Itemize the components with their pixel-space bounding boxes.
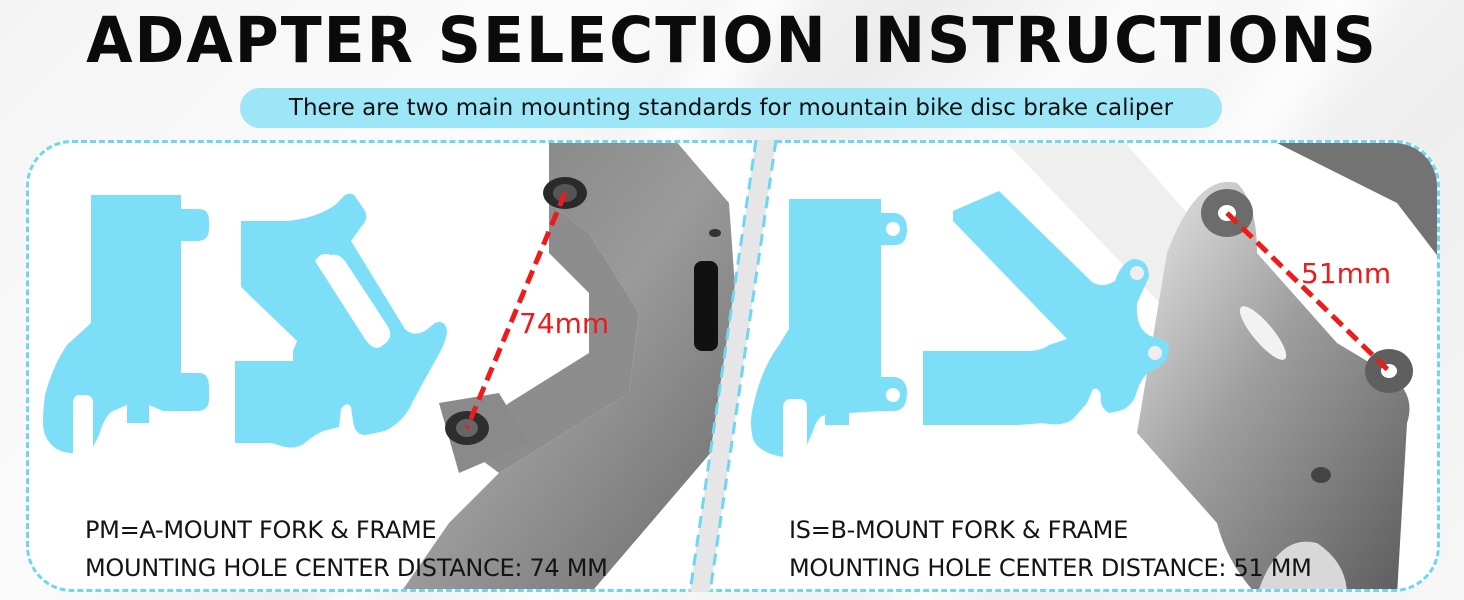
is-caption-line2: MOUNTING HOLE CENTER DISTANCE: 51 MM bbox=[789, 554, 1312, 582]
pm-caption-line2: MOUNTING HOLE CENTER DISTANCE: 74 MM bbox=[85, 554, 608, 582]
subtitle-banner: There are two main mounting standards fo… bbox=[240, 88, 1222, 128]
is-measurement-label: 51mm bbox=[1301, 257, 1392, 290]
pm-caption: PM=A-MOUNT FORK & FRAME MOUNTING HOLE CE… bbox=[85, 511, 608, 587]
is-adapter-silhouette-1-icon bbox=[751, 199, 907, 457]
pm-adapter-silhouette-1-icon bbox=[43, 195, 209, 453]
pm-adapter-silhouette-2-icon bbox=[235, 193, 447, 448]
pm-mount-panel: 74mm PM=A-MOUNT FORK & FRAME MOUNTING HO… bbox=[26, 140, 766, 592]
pm-measurement-label: 74mm bbox=[519, 307, 610, 340]
frame-mount-photo bbox=[997, 143, 1437, 589]
is-caption-line1: IS=B-MOUNT FORK & FRAME bbox=[789, 516, 1128, 544]
pm-caption-line1: PM=A-MOUNT FORK & FRAME bbox=[85, 516, 437, 544]
page-title: ADAPTER SELECTION INSTRUCTIONS bbox=[86, 4, 1378, 78]
is-caption: IS=B-MOUNT FORK & FRAME MOUNTING HOLE CE… bbox=[789, 511, 1312, 587]
is-adapter-silhouette-2-icon bbox=[923, 191, 1169, 425]
is-mount-panel: 51mm IS=B-MOUNT FORK & FRAME MOUNTING HO… bbox=[694, 140, 1440, 592]
